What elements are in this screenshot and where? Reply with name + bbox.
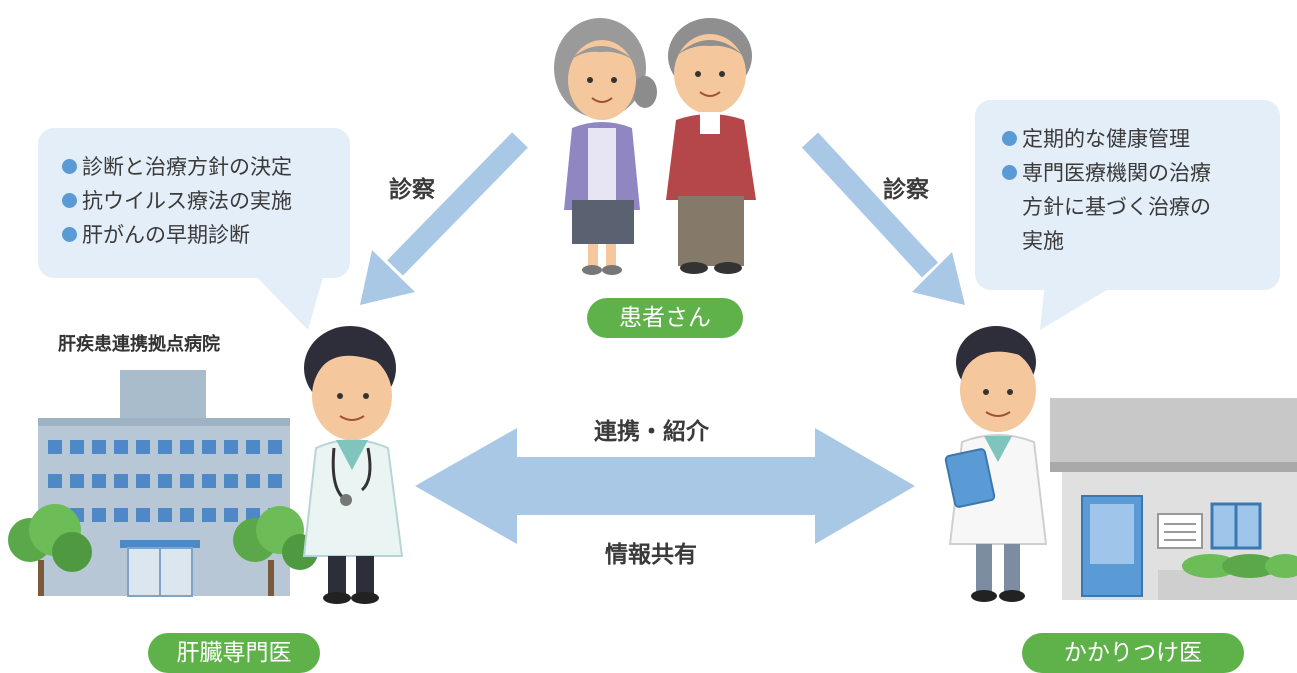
left-bubble-list: 診断と治療方針の決定 抗ウイルス療法の実施 肝がんの早期診断 xyxy=(62,150,292,252)
right-speech-bubble xyxy=(975,100,1280,330)
list-item: 専門医療機関の治療 xyxy=(1002,156,1211,190)
list-item-continuation: 実施 xyxy=(1022,229,1064,253)
arrow-patient-to-specialist xyxy=(360,132,528,305)
right-bubble-list: 定期的な健康管理 専門医療機関の治療 方針に基づく治療の 実施 xyxy=(1002,122,1211,258)
bullet-dot xyxy=(62,227,77,242)
list-item-text: 診断と治療方針の決定 xyxy=(82,155,292,179)
list-item-text: 定期的な健康管理 xyxy=(1022,127,1190,151)
bullet-dot xyxy=(62,159,77,174)
tree-right xyxy=(233,506,318,596)
list-item-text: 専門医療機関の治療 xyxy=(1022,161,1211,185)
bullet-dot xyxy=(1002,165,1017,180)
left-speech-bubble xyxy=(38,128,350,330)
double-arrow-cooperation xyxy=(415,428,915,544)
list-item: 肝がんの早期診断 xyxy=(62,218,292,252)
list-item-text: 肝がんの早期診断 xyxy=(82,223,250,247)
list-item-continuation: 方針に基づく治療の xyxy=(1022,195,1211,219)
list-item: 抗ウイルス療法の実施 xyxy=(62,184,292,218)
clinic-building xyxy=(1050,398,1297,600)
bullet-dot xyxy=(1002,131,1017,146)
arrow-label-cooperation: 連携・紹介 xyxy=(594,419,709,445)
list-item: 診断と治療方針の決定 xyxy=(62,150,292,184)
elderly-woman-figure xyxy=(554,18,657,275)
patient-label-pill: 患者さん xyxy=(587,298,743,338)
list-item-text: 抗ウイルス療法の実施 xyxy=(82,189,292,213)
arrow-label-exam-right: 診察 xyxy=(883,177,929,203)
list-item: 定期的な健康管理 xyxy=(1002,122,1211,156)
family-doctor-figure xyxy=(944,326,1048,602)
hospital-name: 肝疾患連携拠点病院 xyxy=(58,334,220,355)
arrow-patient-to-family-doctor xyxy=(801,132,965,305)
tree-left xyxy=(8,504,92,596)
specialist-label-pill: 肝臓専門医 xyxy=(148,633,320,673)
bullet-dot xyxy=(62,193,77,208)
family-doctor-label-pill: かかりつけ医 xyxy=(1022,633,1244,673)
arrow-label-info-sharing: 情報共有 xyxy=(605,542,697,568)
elderly-man-figure xyxy=(666,18,756,274)
arrow-label-exam-left: 診察 xyxy=(389,177,435,203)
specialist-doctor-figure xyxy=(302,326,404,604)
